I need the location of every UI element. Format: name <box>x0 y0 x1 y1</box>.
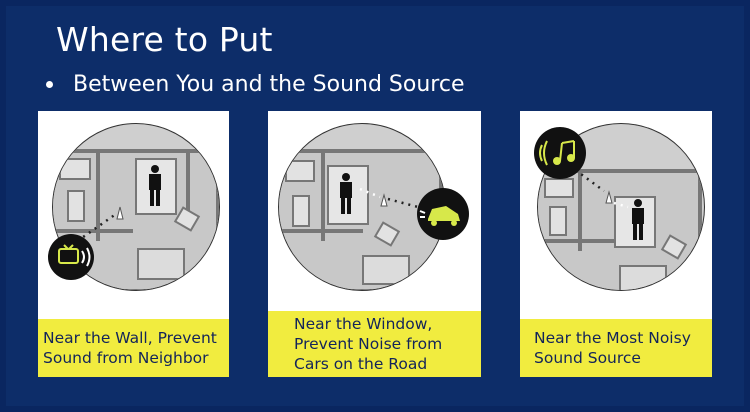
caption-window: Near the Window, Prevent Noise from Cars… <box>268 311 481 377</box>
floorplan-map <box>538 124 704 290</box>
caption-line: Near the Most Noisy <box>534 329 691 347</box>
person-icon <box>632 199 644 240</box>
floorplan-scene <box>48 123 220 291</box>
device-icon <box>605 190 613 204</box>
person-icon <box>340 173 352 214</box>
sound-path <box>613 201 629 209</box>
music-icon <box>534 127 586 179</box>
slide-title: Where to Put <box>56 20 273 59</box>
bullet-dot <box>46 81 53 88</box>
caption-line: Sound Source <box>534 349 641 367</box>
bullet-text: Between You and the Sound Source <box>73 72 465 97</box>
floorplan-map <box>53 124 219 290</box>
caption-line: Sound from Neighbor <box>43 349 209 367</box>
caption-line: Near the Window, <box>294 315 433 333</box>
placement-card-window: Near the Window, Prevent Noise from Cars… <box>268 111 481 377</box>
floorplan-map <box>279 124 445 290</box>
device-icon <box>380 193 388 207</box>
caption-wall: Near the Wall, Prevent Sound from Neighb… <box>38 319 229 377</box>
device-icon <box>116 206 124 220</box>
placement-card-wall: Near the Wall, Prevent Sound from Neighb… <box>38 111 229 377</box>
floorplan-scene <box>278 123 469 291</box>
caption-line: Near the Wall, Prevent <box>43 329 217 347</box>
sound-path <box>65 212 117 251</box>
caption-noisy-source: Near the Most Noisy Sound Source <box>520 319 712 377</box>
floorplan-scene <box>534 123 705 291</box>
caption-line: Prevent Noise from <box>294 335 443 353</box>
placement-card-noisy-source: Near the Most Noisy Sound Source <box>520 111 712 377</box>
car-icon <box>417 188 469 240</box>
caption-line: Cars on the Road <box>294 355 428 373</box>
sound-path <box>387 197 419 209</box>
person-icon <box>149 165 161 206</box>
bullet-item: Between You and the Sound Source <box>46 72 464 97</box>
tv-icon <box>48 234 94 280</box>
